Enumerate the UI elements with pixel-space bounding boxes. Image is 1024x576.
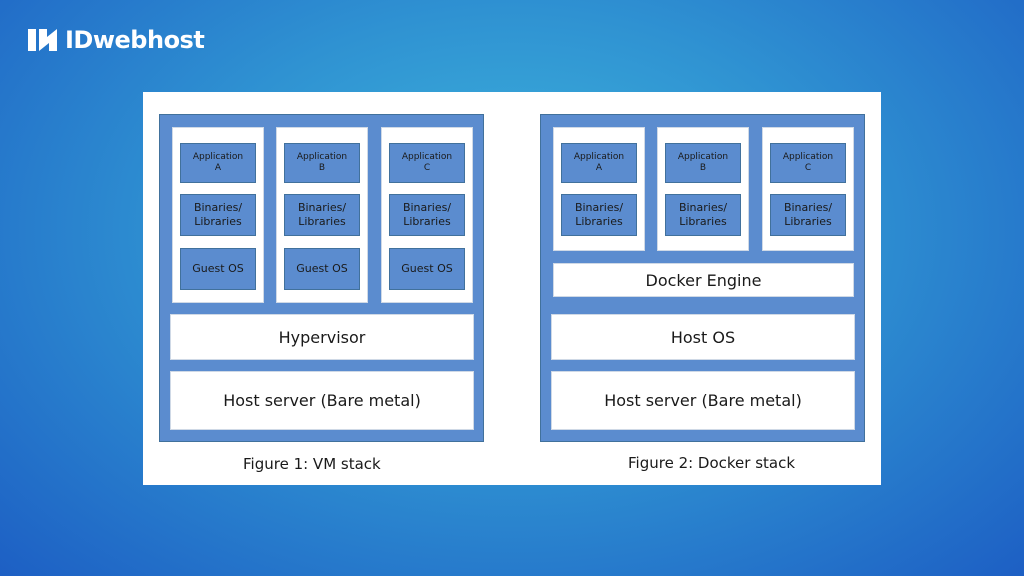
vm-stack: Application A Binaries/ Libraries Guest … (159, 114, 484, 442)
docker-bins-c: Binaries/ Libraries (770, 194, 846, 236)
vm-stack-caption: Figure 1: VM stack (243, 455, 381, 473)
vm-bins-c: Binaries/ Libraries (389, 194, 465, 236)
docker-engine-layer: Docker Engine (553, 263, 854, 297)
vm-guest-os-c: Guest OS (389, 248, 465, 290)
docker-bins-b: Binaries/ Libraries (665, 194, 741, 236)
vm-app-a: Application A (180, 143, 256, 183)
docker-bins-a: Binaries/ Libraries (561, 194, 637, 236)
vm-app-b: Application B (284, 143, 360, 183)
brand-name: IDwebhost (65, 26, 205, 54)
docker-app-a: Application A (561, 143, 637, 183)
vm-column-c: Application C Binaries/ Libraries Guest … (381, 127, 473, 303)
idwebhost-logo-icon (28, 29, 57, 51)
vm-host-server-layer: Host server (Bare metal) (170, 371, 474, 430)
docker-app-b: Application B (665, 143, 741, 183)
brand-logo: IDwebhost (28, 26, 205, 54)
vm-bins-b: Binaries/ Libraries (284, 194, 360, 236)
vm-bins-a: Binaries/ Libraries (180, 194, 256, 236)
hypervisor-layer: Hypervisor (170, 314, 474, 360)
vm-guest-os-b: Guest OS (284, 248, 360, 290)
diagram-panel: Application A Binaries/ Libraries Guest … (143, 92, 881, 485)
vm-column-a: Application A Binaries/ Libraries Guest … (172, 127, 264, 303)
vm-guest-os-a: Guest OS (180, 248, 256, 290)
vm-app-c: Application C (389, 143, 465, 183)
docker-column-a: Application A Binaries/ Libraries (553, 127, 645, 251)
docker-column-c: Application C Binaries/ Libraries (762, 127, 854, 251)
vm-column-b: Application B Binaries/ Libraries Guest … (276, 127, 368, 303)
docker-stack-caption: Figure 2: Docker stack (628, 454, 796, 472)
docker-column-b: Application B Binaries/ Libraries (657, 127, 749, 251)
host-os-layer: Host OS (551, 314, 855, 360)
docker-app-c: Application C (770, 143, 846, 183)
docker-host-server-layer: Host server (Bare metal) (551, 371, 855, 430)
docker-stack: Application A Binaries/ Libraries Applic… (540, 114, 865, 442)
